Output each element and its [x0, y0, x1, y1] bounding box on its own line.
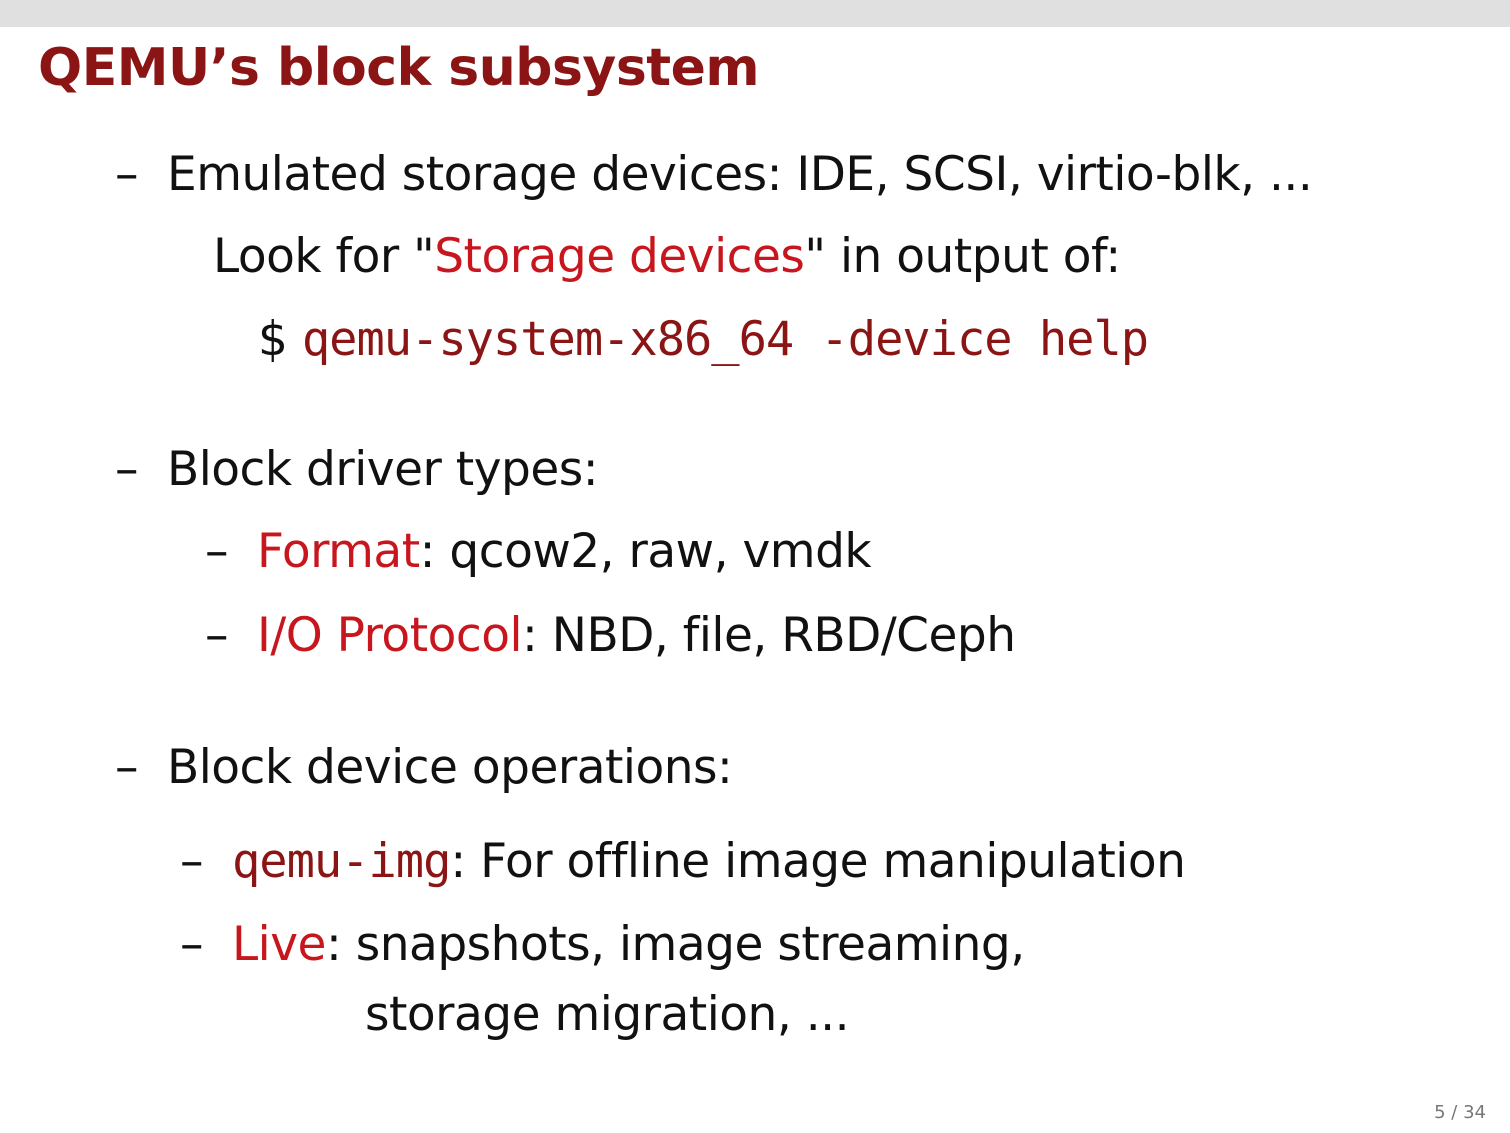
- bullet-emulated: –Emulated storage devices: IDE, SCSI, vi…: [115, 145, 1313, 205]
- bullet-dash: –: [205, 524, 229, 579]
- highlight-storage-devices: Storage devices: [434, 229, 805, 284]
- bullet-operations: –Block device operations:: [115, 738, 733, 798]
- bullet-text: : snapshots, image streaming,: [325, 917, 1025, 972]
- prompt: $: [258, 312, 288, 367]
- highlight-format: Format: [257, 524, 420, 579]
- bullet-io-protocol: –I/O Protocol: NBD, file, RBD/Ceph: [205, 606, 1016, 666]
- bullet-text: : qcow2, raw, vmdk: [419, 524, 872, 579]
- bullet-driver-types: –Block driver types:: [115, 440, 599, 500]
- bullet-dash: –: [180, 917, 204, 972]
- highlight-live: Live: [232, 917, 326, 972]
- highlight-io-protocol: I/O Protocol: [257, 608, 523, 663]
- look-for-line: Look for "Storage devices" in output of:: [213, 227, 1121, 287]
- bullet-text: Block driver types:: [167, 442, 599, 497]
- text: Look for ": [213, 229, 435, 284]
- bullet-text: : For offline image manipulation: [450, 834, 1186, 889]
- bullet-format: –Format: qcow2, raw, vmdk: [205, 522, 872, 582]
- bullet-text: Block device operations:: [167, 740, 733, 795]
- command-line: $ qemu-system-x86_64 -device help: [258, 310, 1149, 370]
- text: " in output of:: [804, 229, 1121, 284]
- top-bar: [0, 0, 1510, 27]
- highlight-qemu-img: qemu-img: [232, 834, 451, 889]
- bullet-qemu-img: –qemu-img: For offline image manipulatio…: [180, 832, 1186, 892]
- bullet-dash: –: [115, 442, 139, 497]
- bullet-text: Emulated storage devices: IDE, SCSI, vir…: [167, 147, 1313, 202]
- bullet-live-continued: storage migration, ...: [365, 987, 850, 1042]
- bullet-dash: –: [205, 608, 229, 663]
- slide-title: QEMU’s block subsystem: [38, 38, 760, 98]
- bullet-dash: –: [180, 834, 204, 889]
- page-number: 5 / 34: [1434, 1102, 1486, 1123]
- bullet-text: : NBD, file, RBD/Ceph: [522, 608, 1016, 663]
- bullet-dash: –: [115, 147, 139, 202]
- bullet-live: –Live: snapshots, image streaming,: [180, 915, 1025, 975]
- bullet-dash: –: [115, 740, 139, 795]
- command-text: qemu-system-x86_64 -device help: [301, 312, 1149, 367]
